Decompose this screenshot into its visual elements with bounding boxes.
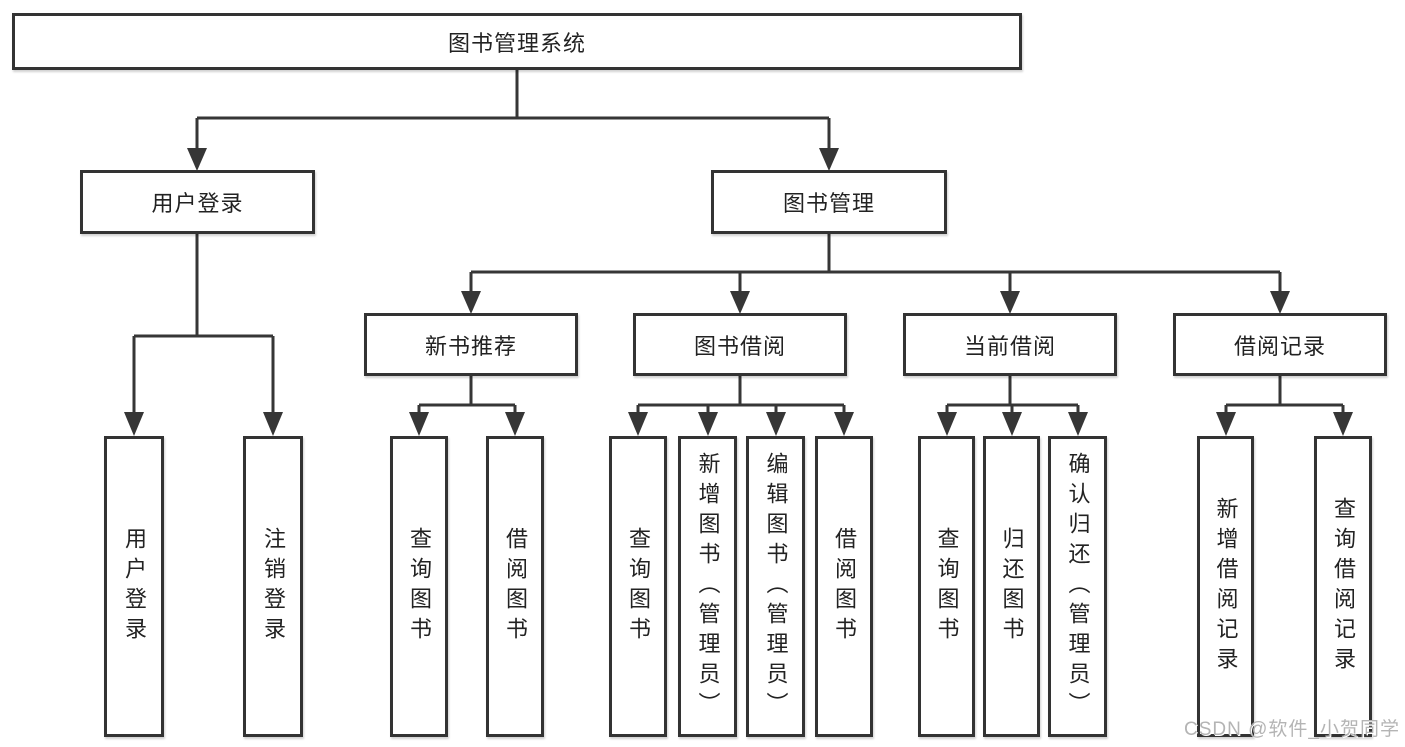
leaf-confirm-return-admin-label: 确认归还（管理员）: [1065, 451, 1091, 722]
arrow-down-icon: [1068, 412, 1088, 436]
leaf-query-books-current: 查询图书: [918, 436, 975, 737]
leaf-add-borrow-record-label: 新增借阅记录: [1213, 496, 1239, 677]
arrow-down-icon: [819, 148, 839, 171]
arrow-down-icon: [937, 412, 957, 436]
node-user-login: 用户登录: [80, 170, 315, 234]
wire-currentborrow-branch: [945, 376, 1080, 416]
node-root: 图书管理系统: [12, 13, 1022, 70]
node-new-book-recommend: 新书推荐: [364, 313, 578, 376]
leaf-add-borrow-record: 新增借阅记录: [1197, 436, 1254, 737]
wire-borrowrecords-branch: [1224, 376, 1345, 416]
leaf-edit-books-admin: 编辑图书（管理员）: [746, 436, 805, 737]
leaf-query-books-recommend: 查询图书: [390, 436, 448, 737]
arrow-down-icon: [124, 412, 144, 436]
leaf-borrow-books-recommend: 借阅图书: [486, 436, 544, 737]
arrow-down-icon: [505, 412, 525, 436]
wire-root-to-level2: [195, 70, 831, 150]
node-new-book-recommend-label: 新书推荐: [424, 333, 517, 359]
arrow-down-icon: [263, 412, 283, 436]
node-user-login-label: 用户登录: [151, 191, 244, 216]
arrow-down-icon: [766, 412, 786, 436]
arrow-down-icon: [698, 412, 718, 436]
arrow-down-icon: [628, 412, 648, 436]
node-root-label: 图书管理系统: [447, 30, 586, 56]
node-book-borrow: 图书借阅: [633, 313, 847, 376]
node-book-management-label: 图书管理: [782, 191, 875, 216]
arrow-down-icon: [834, 412, 854, 436]
arrow-down-icon: [1002, 412, 1022, 436]
leaf-query-books-recommend-label: 查询图书: [407, 526, 432, 647]
leaf-confirm-return-admin: 确认归还（管理员）: [1048, 436, 1107, 737]
connector-paths: [132, 70, 1345, 416]
node-borrow-records-label: 借阅记录: [1233, 333, 1326, 359]
wire-bookmgmt-to-level3: [469, 234, 1282, 294]
arrow-down-icon: [1000, 291, 1020, 314]
leaf-user-login-label: 用户登录: [122, 526, 147, 647]
leaf-add-books-admin-label: 新增图书（管理员）: [695, 451, 721, 722]
csdn-watermark: CSDN @软件_小贺同学: [1184, 719, 1400, 740]
arrow-down-icon: [1333, 412, 1353, 436]
leaf-borrow-books-label: 借阅图书: [832, 526, 857, 647]
leaf-return-books: 归还图书: [983, 436, 1040, 737]
leaf-query-borrow-record-label: 查询借阅记录: [1331, 496, 1356, 677]
arrow-down-icon: [461, 291, 481, 314]
arrow-down-icon: [730, 291, 750, 314]
leaf-logout: 注销登录: [243, 436, 303, 737]
arrow-down-icon: [409, 412, 429, 436]
arrowheads: [124, 148, 1353, 436]
node-current-borrow: 当前借阅: [903, 313, 1117, 376]
leaf-return-books-label: 归还图书: [999, 526, 1025, 647]
node-current-borrow-label: 当前借阅: [963, 333, 1056, 359]
wire-userlogin-to-leaves: [132, 234, 275, 416]
node-borrow-records: 借阅记录: [1173, 313, 1387, 376]
leaf-borrow-books: 借阅图书: [815, 436, 873, 737]
leaf-user-login: 用户登录: [104, 436, 164, 737]
leaf-logout-label: 注销登录: [261, 526, 286, 647]
leaf-query-books-current-label: 查询图书: [934, 526, 960, 647]
leaf-query-books-borrow-label: 查询图书: [626, 526, 651, 647]
leaf-query-books-borrow: 查询图书: [609, 436, 667, 737]
arrow-down-icon: [187, 148, 207, 171]
arrow-down-icon: [1216, 412, 1236, 436]
leaf-edit-books-admin-label: 编辑图书（管理员）: [763, 451, 789, 722]
leaf-add-books-admin: 新增图书（管理员）: [678, 436, 737, 737]
wire-newbookrec-branch: [417, 376, 517, 416]
leaf-borrow-books-recommend-label: 借阅图书: [503, 526, 528, 647]
wire-bookborrow-branch: [636, 376, 846, 416]
leaf-query-borrow-record: 查询借阅记录: [1314, 436, 1372, 737]
node-book-borrow-label: 图书借阅: [693, 333, 786, 359]
node-book-management: 图书管理: [711, 170, 947, 234]
arrow-down-icon: [1270, 291, 1290, 314]
